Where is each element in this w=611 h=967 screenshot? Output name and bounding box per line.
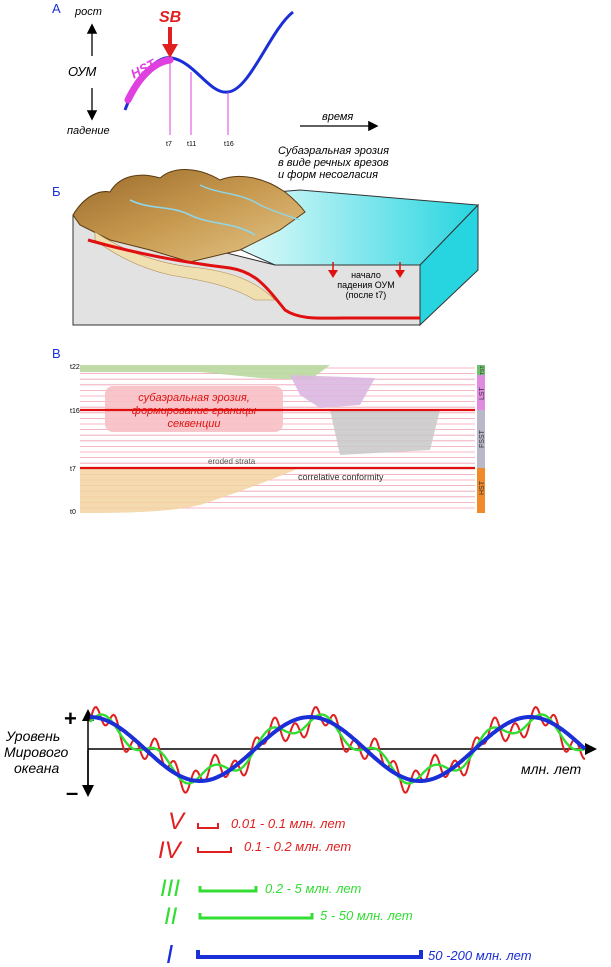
order-iv-range: 0.1 - 0.2 млн. лет <box>244 839 351 854</box>
t16-tick: t16 <box>224 141 234 148</box>
order-iv-numeral: IV <box>158 837 183 864</box>
x-axis-label: млн. лет <box>521 761 582 777</box>
panel-a-letter: А <box>52 1 61 16</box>
t16-tick-c: t16 <box>70 408 80 415</box>
sea-level-label: ОУМ <box>68 64 97 79</box>
lst-wedge <box>290 375 375 408</box>
order-ii-numeral: II <box>164 903 178 930</box>
fall-arrow-1-head <box>328 270 338 278</box>
order-iii-bracket <box>198 886 258 893</box>
order-i-numeral: I <box>166 939 173 967</box>
river-2 <box>199 184 301 221</box>
order-ii-row: II 5 - 50 млн. лет <box>164 903 413 930</box>
cycle-curve-orders-iv-v <box>89 705 586 794</box>
cycle-curve-orders-ii-iii <box>89 713 586 785</box>
land-relief <box>72 169 306 263</box>
tst-column <box>477 365 485 375</box>
t11-tick: t11 <box>187 141 196 148</box>
panel-a: А рост ОУМ падение HST SB t7 t11 t16 вре… <box>52 1 389 181</box>
tst-tract-label: TST <box>480 366 486 375</box>
order-iii-row: III 0.2 - 5 млн. лет <box>160 875 362 902</box>
order-iii-numeral: III <box>160 875 180 902</box>
fsst-lobes <box>330 410 440 455</box>
fsst-column <box>477 410 485 468</box>
lst-column <box>477 375 485 410</box>
t22-tick: t22 <box>70 364 80 371</box>
ylabel-line-3: океана <box>14 760 60 776</box>
lst-tract-label: LST <box>479 386 486 400</box>
order-v-range: 0.01 - 0.1 млн. лет <box>231 816 346 831</box>
river-1 <box>129 199 256 236</box>
erosion-note-1: Субаэральная эрозия <box>278 145 389 157</box>
order-ii-range: 5 - 50 млн. лет <box>320 908 413 923</box>
order-iv-bracket <box>197 847 232 853</box>
order-v-bracket <box>197 823 219 829</box>
erosion-box-line-3: секвенции <box>167 418 220 430</box>
time-label: время <box>322 111 353 123</box>
order-i-row: I 50 -200 млн. лет <box>166 939 532 967</box>
panel-b: Б начало падения ОУМ (после t7) <box>52 169 480 327</box>
order-ii-bracket <box>198 913 314 920</box>
fall-note-2: падения ОУМ <box>337 280 395 290</box>
t7-tick: t7 <box>166 141 172 148</box>
front-strata <box>94 231 276 301</box>
hst-column <box>477 468 485 513</box>
panel-b-letter: Б <box>52 184 61 199</box>
hst-wedge <box>80 468 300 513</box>
hst-tract-label: HST <box>479 480 486 495</box>
tst-wedge <box>80 365 330 380</box>
order-i-bracket <box>196 950 423 959</box>
fsst-tract-label: FSST <box>479 429 486 448</box>
ylabel-line-2: Мирового <box>4 744 69 760</box>
order-iv-row: IV 0.1 - 0.2 млн. лет <box>158 837 351 864</box>
order-iii-range: 0.2 - 5 млн. лет <box>265 881 362 896</box>
panel-c: В субаэральная эрозия, формирование гран… <box>52 346 486 516</box>
plus-sign: + <box>64 706 77 731</box>
sea-level-cycles: Уровень Мирового океана + – млн. лет V 0… <box>4 705 597 967</box>
t0-tick: t0 <box>70 509 76 516</box>
sb-arrow-head <box>162 44 178 58</box>
t7-tick-c: t7 <box>70 466 76 473</box>
eroded-strata-label: eroded strata <box>208 457 256 466</box>
fall-note-3: (после t7) <box>346 290 387 300</box>
correlative-conformity-label: correlative conformity <box>298 472 384 482</box>
erosion-note-3: и форм несогласия <box>278 169 378 181</box>
panel-c-letter: В <box>52 346 61 361</box>
fall-arrow-2-head <box>395 270 405 278</box>
cycle-curve-order-i <box>90 715 587 783</box>
order-i-range: 50 -200 млн. лет <box>428 948 532 963</box>
erosion-surface-line <box>87 238 420 320</box>
ylabel-line-1: Уровень <box>5 728 60 744</box>
erosion-note-2: в виде речных врезов <box>278 157 389 169</box>
rise-label: рост <box>74 6 102 18</box>
order-v-row: V 0.01 - 0.1 млн. лет <box>168 808 346 835</box>
hst-highlight <box>124 56 174 104</box>
fall-label: падение <box>67 125 110 137</box>
sb-label: SB <box>159 9 181 26</box>
minus-sign: – <box>66 780 78 805</box>
order-v-numeral: V <box>168 808 186 835</box>
erosion-box-line-1: субаэральная эрозия, <box>138 392 250 404</box>
fall-note-1: начало <box>351 270 381 280</box>
